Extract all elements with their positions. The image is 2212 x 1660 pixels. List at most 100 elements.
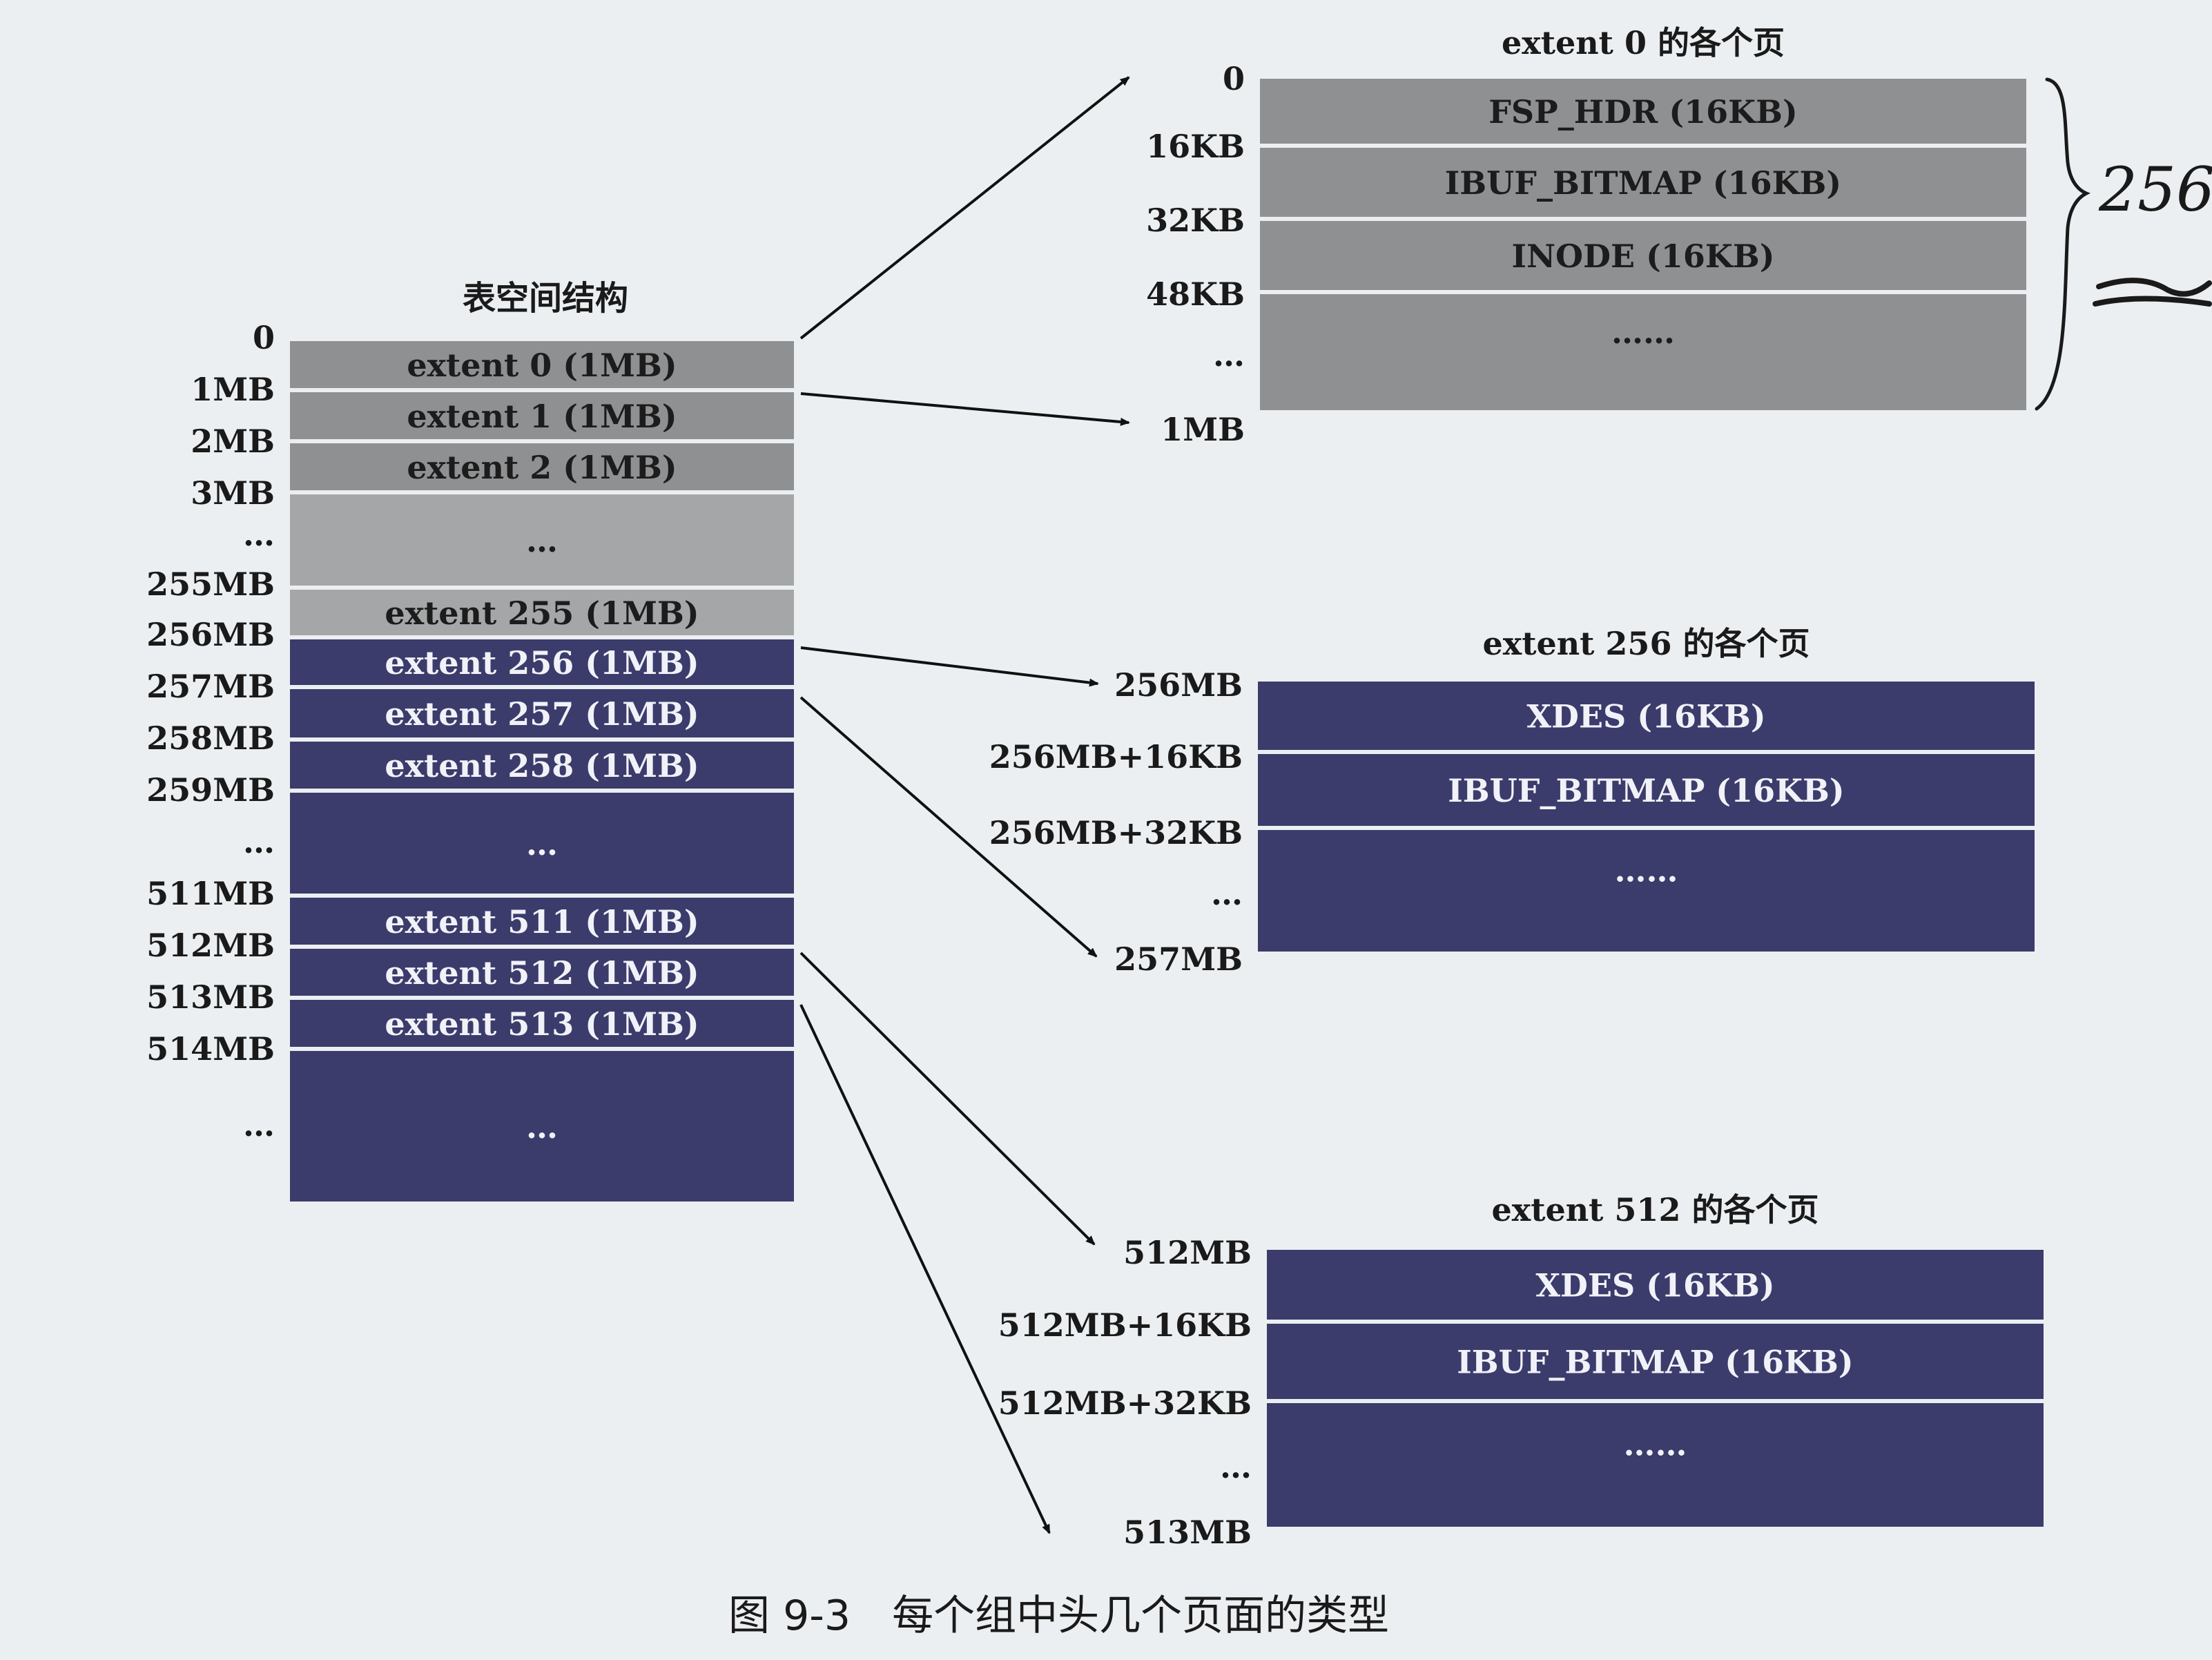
offset-label: … bbox=[243, 516, 275, 553]
page-label: INODE (16KB) bbox=[1511, 238, 1774, 275]
offset-label: 514MB bbox=[146, 1030, 275, 1068]
tablespace-offset-labels: 0 1MB 2MB 3MB … 255MB 256MB 257MB 258MB 259MB … 511… bbox=[146, 319, 275, 1143]
extent-block bbox=[290, 639, 794, 685]
page-label: IBUF_BITMAP (16KB) bbox=[1448, 772, 1844, 809]
page-label: XDES (16KB) bbox=[1535, 1267, 1774, 1304]
page-offset-label: 256MB bbox=[1114, 666, 1243, 704]
page-label: IBUF_BITMAP (16KB) bbox=[1445, 164, 1841, 202]
page-label: …… bbox=[1624, 1426, 1687, 1463]
page-label: …… bbox=[1615, 851, 1678, 889]
page-offset-label: … bbox=[1220, 1448, 1252, 1485]
arrow-extent0-end bbox=[800, 392, 1130, 426]
extent-label: extent 256 (1MB) bbox=[385, 644, 699, 682]
extent-label: extent 1 (1MB) bbox=[407, 398, 677, 435]
page-offset-label: 257MB bbox=[1114, 940, 1243, 978]
offset-label: 511MB bbox=[146, 875, 275, 912]
offset-label: 513MB bbox=[146, 978, 275, 1016]
panel-title: extent 512 的各个页 bbox=[1492, 1191, 1819, 1228]
page-label: XDES (16KB) bbox=[1526, 698, 1765, 735]
arrow-extent512-start bbox=[799, 952, 1096, 1246]
offset-label: 3MB bbox=[191, 474, 275, 512]
extent-block bbox=[290, 1000, 794, 1047]
page-label: FSP_HDR (16KB) bbox=[1488, 93, 1797, 131]
page-label: …… bbox=[1611, 313, 1675, 351]
tablespace-extents: extent 0 (1MB) extent 1 (1MB) extent 2 (1M… bbox=[290, 341, 794, 1201]
arrow-extent256-end bbox=[799, 696, 1098, 958]
page-block bbox=[1260, 221, 2026, 290]
page-offset-label: 48KB bbox=[1146, 276, 1245, 313]
offset-label: 512MB bbox=[146, 927, 275, 964]
arrow-extent256-start bbox=[800, 646, 1099, 687]
offset-label: 2MB bbox=[191, 423, 275, 460]
panel-title: extent 256 的各个页 bbox=[1483, 625, 1810, 662]
offset-label: 255MB bbox=[146, 566, 275, 603]
extent-label: … bbox=[526, 825, 558, 862]
pointer-arrows bbox=[799, 76, 1130, 1534]
extent-label: extent 2 (1MB) bbox=[407, 449, 677, 486]
extent-label: … bbox=[526, 1108, 558, 1146]
brace-mark bbox=[2035, 77, 2090, 411]
page-offset-label: 256MB+16KB bbox=[989, 738, 1243, 775]
extent-block bbox=[290, 898, 794, 945]
offset-label: 256MB bbox=[146, 616, 275, 653]
page-block bbox=[1260, 148, 2026, 217]
page-offset-label: … bbox=[1213, 336, 1245, 374]
page-block bbox=[1267, 1250, 2044, 1320]
offset-label: 0 bbox=[253, 319, 275, 356]
page-block bbox=[1258, 682, 2035, 750]
offset-label: … bbox=[243, 1106, 275, 1143]
extent-block bbox=[290, 443, 794, 490]
page-offset-label: 512MB+16KB bbox=[998, 1306, 1252, 1344]
page-block bbox=[1258, 830, 2035, 952]
panel-extent-512: extent 512 的各个页 XDES (16KB) IBUF_BITMAP (1… bbox=[998, 1191, 2044, 1551]
extent-label: extent 258 (1MB) bbox=[385, 747, 699, 784]
page-block bbox=[1267, 1324, 2044, 1399]
offset-label: 1MB bbox=[191, 371, 275, 408]
figure-caption: 图 9-3 每个组中头几个页面的类型 bbox=[728, 1592, 1389, 1640]
offset-label: 259MB bbox=[146, 771, 275, 809]
page-block bbox=[1260, 79, 2026, 144]
extent-label: … bbox=[526, 522, 558, 559]
offset-label: 258MB bbox=[146, 720, 275, 757]
page-offset-label: … bbox=[1211, 875, 1243, 912]
panel-title: extent 0 的各个页 bbox=[1502, 24, 1785, 61]
extent-block bbox=[290, 689, 794, 737]
extent-block bbox=[290, 1051, 794, 1201]
extent-block bbox=[290, 949, 794, 996]
page-offset-label: 512MB bbox=[1123, 1234, 1252, 1271]
extent-label: extent 257 (1MB) bbox=[385, 695, 699, 733]
extent-label: extent 255 (1MB) bbox=[385, 595, 699, 632]
arrow-extent512-end bbox=[799, 1004, 1051, 1534]
extent-block bbox=[290, 590, 794, 635]
arrow-extent0-start bbox=[799, 76, 1130, 340]
page-block bbox=[1267, 1403, 2044, 1527]
page-block bbox=[1258, 754, 2035, 826]
offset-label: 257MB bbox=[146, 668, 275, 705]
extent-label: extent 0 (1MB) bbox=[407, 347, 677, 384]
offset-label: … bbox=[243, 823, 275, 860]
page-block bbox=[1260, 294, 2026, 410]
page-offset-label: 32KB bbox=[1146, 202, 1245, 239]
page-offset-label: 512MB+32KB bbox=[998, 1384, 1252, 1422]
page-offset-label: 16KB bbox=[1146, 128, 1245, 165]
extent-block bbox=[290, 793, 794, 894]
extent-block bbox=[290, 742, 794, 789]
extent-label: extent 511 (1MB) bbox=[385, 903, 699, 940]
page-offset-label: 256MB+32KB bbox=[989, 814, 1243, 851]
page-offset-label: 1MB bbox=[1161, 411, 1245, 448]
panel-extent-0: extent 0 的各个页 FSP_HDR (16KB) IBUF_BITMAP (… bbox=[1146, 24, 2026, 448]
extent-block bbox=[290, 392, 794, 439]
extent-block bbox=[290, 494, 794, 586]
panel-extent-256: extent 256 的各个页 XDES (16KB) IBUF_BITMAP (1… bbox=[989, 625, 2035, 978]
extent-label: extent 512 (1MB) bbox=[385, 954, 699, 992]
page-offset-label: 0 bbox=[1223, 60, 1245, 97]
tablespace-structure: 表空间结构 0 1MB 2MB 3MB … 255MB 256MB 257MB 258MB 259… bbox=[146, 279, 794, 1201]
handwritten-annotation: 256 bbox=[2035, 77, 2212, 411]
extent-block bbox=[290, 341, 794, 388]
scribble-mark bbox=[2093, 278, 2212, 307]
extent-label: extent 513 (1MB) bbox=[385, 1005, 699, 1043]
handwritten-note: 256 bbox=[2098, 154, 2212, 225]
tablespace-title: 表空间结构 bbox=[463, 279, 628, 318]
page-label: IBUF_BITMAP (16KB) bbox=[1457, 1344, 1853, 1381]
